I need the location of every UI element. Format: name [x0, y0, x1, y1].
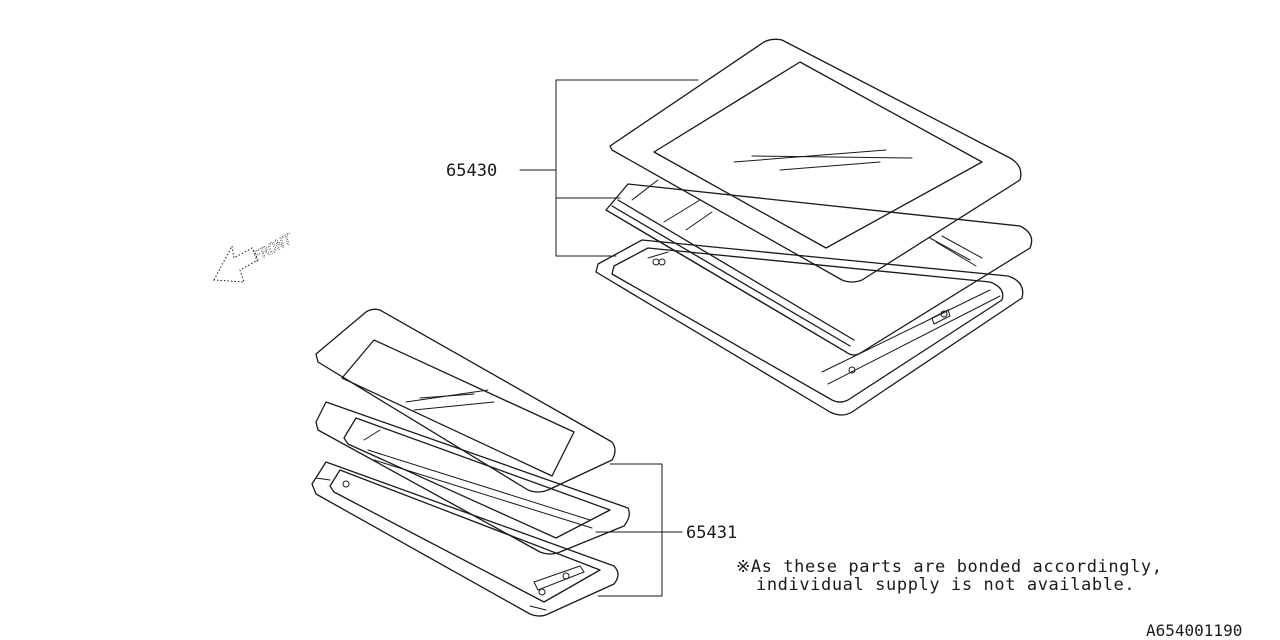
- part-number-65431: 65431: [686, 523, 737, 543]
- upper-frame: [595, 239, 1024, 416]
- upper-sunroof-assembly: 65430: [446, 38, 1033, 416]
- upper-seal-panel: [605, 179, 1033, 356]
- part-number-65430: 65430: [446, 161, 497, 181]
- lower-frame: [311, 461, 619, 617]
- lower-part-bracket: [595, 463, 683, 597]
- upper-part-bracket: [519, 79, 699, 257]
- front-direction-indicator: FRONT: [213, 231, 297, 283]
- lower-sunroof-assembly: 65431: [311, 308, 737, 617]
- lower-glass-panel: [315, 308, 616, 493]
- bonded-parts-note-line-2: individual supply is not available.: [756, 575, 1135, 595]
- lower-seal: [315, 401, 630, 555]
- bonded-parts-note-line-1: ※As these parts are bonded accordingly,: [736, 557, 1163, 577]
- front-label: FRONT: [250, 231, 296, 266]
- diagram-id: A654001190: [1146, 621, 1242, 640]
- front-arrow-icon: [213, 244, 259, 283]
- upper-glass-panel: [609, 38, 1022, 283]
